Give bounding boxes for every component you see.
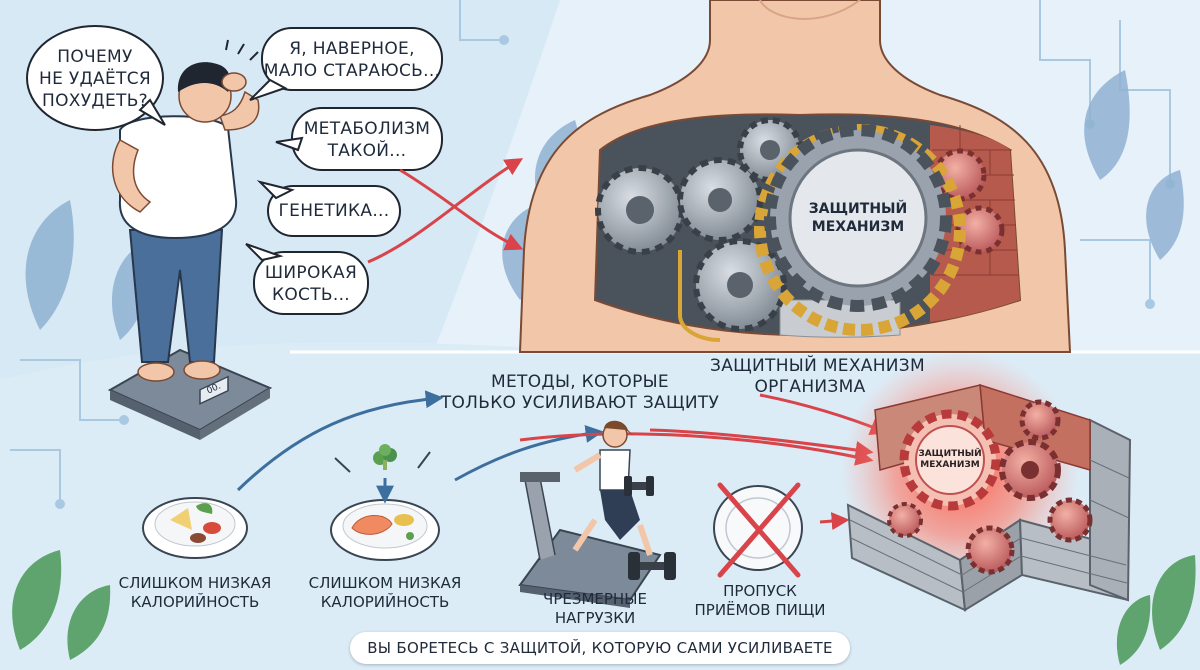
bubble-bone: ШИРОКАЯ КОСТЬ... <box>254 262 368 306</box>
gear-icon <box>1047 497 1093 543</box>
heading-line: ОРГАНИЗМА <box>754 377 866 397</box>
gear-icon <box>955 205 1005 255</box>
caption-line: СЛИШКОМ НИЗКАЯ <box>308 574 462 592</box>
broccoli-icon <box>373 444 397 470</box>
person-figure <box>107 39 273 440</box>
heading-line: ТОЛЬКО УСИЛИВАЮТ ЗАЩИТУ <box>440 393 720 413</box>
gear-icon <box>754 124 966 336</box>
caption-line: ПРИЁМОВ ПИЩИ <box>694 601 826 619</box>
cross-icon <box>717 482 801 578</box>
caption-line: ПРОПУСК <box>723 582 797 600</box>
arrow-red <box>819 512 850 531</box>
speech-bubble <box>275 107 443 171</box>
caption-line: СЛИШКОМ НИЗКАЯ <box>118 574 272 592</box>
heading-methods: МЕТОДЫ, КОТОРЫЕ ТОЛЬКО УСИЛИВАЮТ ЗАЩИТУ <box>440 372 720 414</box>
bubble-line: ШИРОКАЯ <box>264 263 358 283</box>
bubble-genetics: ГЕНЕТИКА... <box>268 200 400 222</box>
gear-icon <box>965 525 1015 575</box>
gear-label-line: ЗАЩИТНЫЙ <box>808 201 908 217</box>
dumbbell-icon <box>624 476 654 496</box>
bubble-line: Я, НАВЕРНОЕ, <box>289 39 415 59</box>
speech-bubble <box>245 243 369 315</box>
motion-lines <box>334 451 431 473</box>
heading-line: МЕТОДЫ, КОТОРЫЕ <box>491 372 669 392</box>
pipe <box>678 250 721 342</box>
gear-label-line: МЕХАНИЗМ <box>920 460 980 470</box>
arrow-blue <box>236 390 444 492</box>
gear-icon <box>677 157 763 243</box>
caption-line: ЧРЕЗМЕРНЫЕ <box>543 590 647 608</box>
bubble-line: ПОХУДЕТЬ? <box>42 91 148 111</box>
gear-icon <box>887 502 923 538</box>
gear-label-line: ЗАЩИТНЫЙ <box>918 449 982 459</box>
bubble-trying: Я, НАВЕРНОЕ, МАЛО СТАРАЮСЬ... <box>262 38 442 82</box>
brick-wall-icon <box>846 383 1132 612</box>
speech-bubble <box>256 180 401 237</box>
bubble-line: МЕТАБОЛИЗМ <box>303 119 431 139</box>
arrow-red <box>367 158 524 264</box>
bubble-line: МАЛО СТАРАЮСЬ... <box>263 61 441 81</box>
gear-icon <box>999 439 1061 501</box>
bubble-metabolism: МЕТАБОЛИЗМ ТАКОЙ... <box>292 118 442 162</box>
caption-low-calorie-2: СЛИШКОМ НИЗКАЯ КАЛОРИЙНОСТЬ <box>300 574 470 612</box>
fortress-gear-label: ЗАЩИТНЫЙ МЕХАНИЗМ <box>910 449 990 471</box>
caption-low-calorie-1: СЛИШКОМ НИЗКАЯ КАЛОРИЙНОСТЬ <box>110 574 280 612</box>
caption-skipping-meals: ПРОПУСК ПРИЁМОВ ПИЩИ <box>690 582 830 620</box>
arrow-red <box>519 432 874 466</box>
salmon-icon <box>351 515 393 535</box>
dumbbell-icon <box>628 552 676 580</box>
bubble-line: КОСТЬ... <box>272 285 350 305</box>
gear-icon <box>595 165 685 255</box>
main-gear-label: ЗАЩИТНЫЙ МЕХАНИЗМ <box>790 200 926 236</box>
footer-banner: ВЫ БОРЕТЕСЬ С ЗАЩИТОЙ, КОТОРУЮ САМИ УСИЛ… <box>350 632 850 664</box>
bubble-line: ПОЧЕМУ <box>57 47 133 67</box>
treadmill-icon <box>518 420 662 608</box>
speech-bubble <box>249 27 443 101</box>
main-gear <box>764 124 952 312</box>
bubble-line: НЕ УДАЁТСЯ <box>38 69 151 89</box>
gear-label-line: МЕХАНИЗМ <box>811 219 905 235</box>
caption-line: КАЛОРИЙНОСТЬ <box>320 593 450 611</box>
speech-bubble <box>26 25 166 131</box>
plate-icon <box>142 497 248 559</box>
bubble-line: ТАКОЙ... <box>327 141 407 161</box>
plate-icon <box>330 499 440 561</box>
leaf-icon <box>12 550 1196 665</box>
heading-line: ЗАЩИТНЫЙ МЕХАНИЗМ <box>710 356 925 376</box>
heading-defense: ЗАЩИТНЫЙ МЕХАНИЗМ ОРГАНИЗМА <box>710 356 925 398</box>
gear-icon <box>899 409 1001 511</box>
arrow-red <box>399 168 524 251</box>
bubble-why: ПОЧЕМУ НЕ УДАЁТСЯ ПОХУДЕТЬ? <box>32 46 158 112</box>
caption-line: КАЛОРИЙНОСТЬ <box>130 593 260 611</box>
bubble-line: ГЕНЕТИКА... <box>278 201 390 221</box>
caption-line: НАГРУЗКИ <box>554 609 636 627</box>
caption-overload: ЧРЕЗМЕРНЫЕ НАГРУЗКИ <box>520 590 670 628</box>
gear-icon <box>1019 399 1061 441</box>
